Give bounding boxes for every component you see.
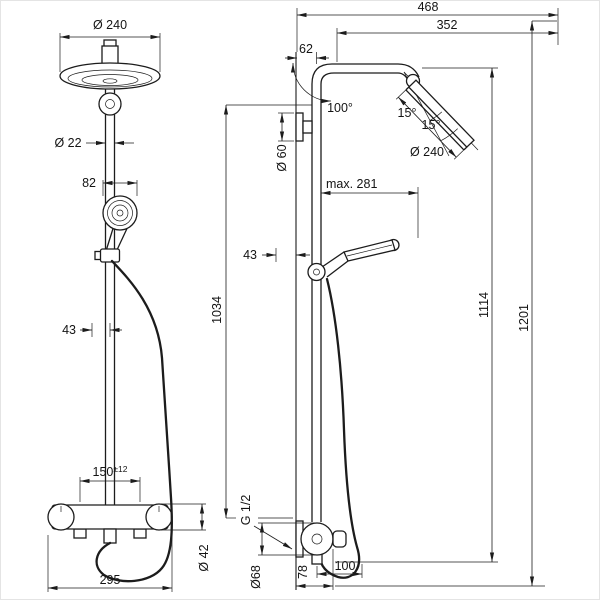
thermostat-side [295, 520, 347, 565]
shower-hose-front [95, 259, 173, 583]
dim-arm-angle: 100° [290, 62, 353, 115]
dim-total-height: 1201 [335, 20, 557, 587]
dim-side-head-diameter: Ø 240 [395, 89, 465, 160]
dim-front-valve-width: 295 [47, 535, 173, 592]
dim-valve-diameter: Ø68 [249, 522, 315, 589]
s-connection-left [73, 528, 87, 539]
valve-diameter-label: Ø68 [249, 565, 263, 589]
riser-pipe-side [311, 63, 420, 522]
swivel-joint-detail [105, 99, 115, 109]
dim-max-reach: max. 281 [320, 177, 419, 238]
dim-arm-depth: 352 [336, 18, 559, 62]
dim-side-holder-offset: 43 [243, 248, 310, 262]
bottom-clearance-label: 100 [335, 559, 356, 573]
front-valve-width-label: 295 [100, 573, 121, 587]
front-holder-offset-label: 43 [62, 323, 76, 337]
dim-front-head-diameter: Ø 240 [59, 18, 161, 72]
riser-pipe-front [104, 86, 116, 517]
dim-valve-depth: 78 [295, 549, 334, 590]
side-head-diameter-label: Ø 240 [410, 145, 444, 159]
dim-front-holder-offset: 43 [62, 323, 122, 337]
dim-bottom-clearance: 100 [316, 559, 363, 578]
dim-front-valve-centers: 150±12 [79, 464, 141, 502]
front-pipe-diameter-label: Ø 22 [54, 136, 81, 150]
arm-angle-label: 100° [327, 101, 353, 115]
dim-front-knob-diameter: Ø 42 [161, 503, 211, 572]
hose-outlet-front [103, 528, 117, 544]
max-reach-label: max. 281 [326, 177, 377, 191]
side-holder-offset-label: 43 [243, 248, 257, 262]
dim-total-depth: 468 [296, 0, 559, 52]
dim-riser-length: 1034 [210, 104, 312, 519]
arm-depth-label: 352 [437, 18, 458, 32]
total-height-label: 1201 [517, 304, 531, 332]
riser-length-label: 1034 [210, 296, 224, 324]
temperature-knob [47, 503, 75, 531]
valve-depth-label: 78 [296, 565, 310, 579]
s-connection-right [133, 528, 147, 539]
dim-escutcheon-diameter: Ø 60 [275, 112, 294, 172]
dim-front-hand-shower-width: 82 [82, 176, 138, 196]
dim-wall-to-pipe: 62 [285, 42, 329, 64]
knob-side [332, 530, 347, 548]
side-view: 15° 15° 100° Ø 240 Ø 60 ma [210, 0, 559, 590]
dim-thread: G 1/2 [239, 495, 293, 550]
total-depth-label: 468 [418, 0, 439, 14]
hand-shower-side [307, 238, 400, 282]
dim-front-pipe-diameter: Ø 22 [54, 136, 134, 150]
dim-height-to-arm: 1114 [335, 67, 498, 563]
wall-bracket-side [295, 112, 313, 142]
front-hand-shower-width-label: 82 [82, 176, 96, 190]
height-to-arm-label: 1114 [477, 292, 491, 318]
swivel-joint-front [98, 92, 122, 116]
front-valve-centers-label: 150±12 [93, 464, 128, 479]
thread-label: G 1/2 [239, 495, 253, 526]
front-knob-diameter-label: Ø 42 [197, 544, 211, 571]
slider-holder-front [99, 248, 121, 263]
overhead-shower-front [59, 39, 161, 90]
hand-shower-front [94, 195, 138, 263]
front-head-diameter-label: Ø 240 [93, 18, 127, 32]
escutcheon-diameter-label: Ø 60 [275, 144, 289, 171]
holder-pivot-side [307, 262, 326, 282]
head-tilt-lower-label: 15° [422, 118, 441, 132]
thermostat-front [47, 503, 173, 544]
wall-to-pipe-label: 62 [299, 42, 313, 56]
front-view: Ø 240 Ø 22 82 43 150±12 [47, 18, 211, 592]
valve-body-side [300, 522, 334, 556]
